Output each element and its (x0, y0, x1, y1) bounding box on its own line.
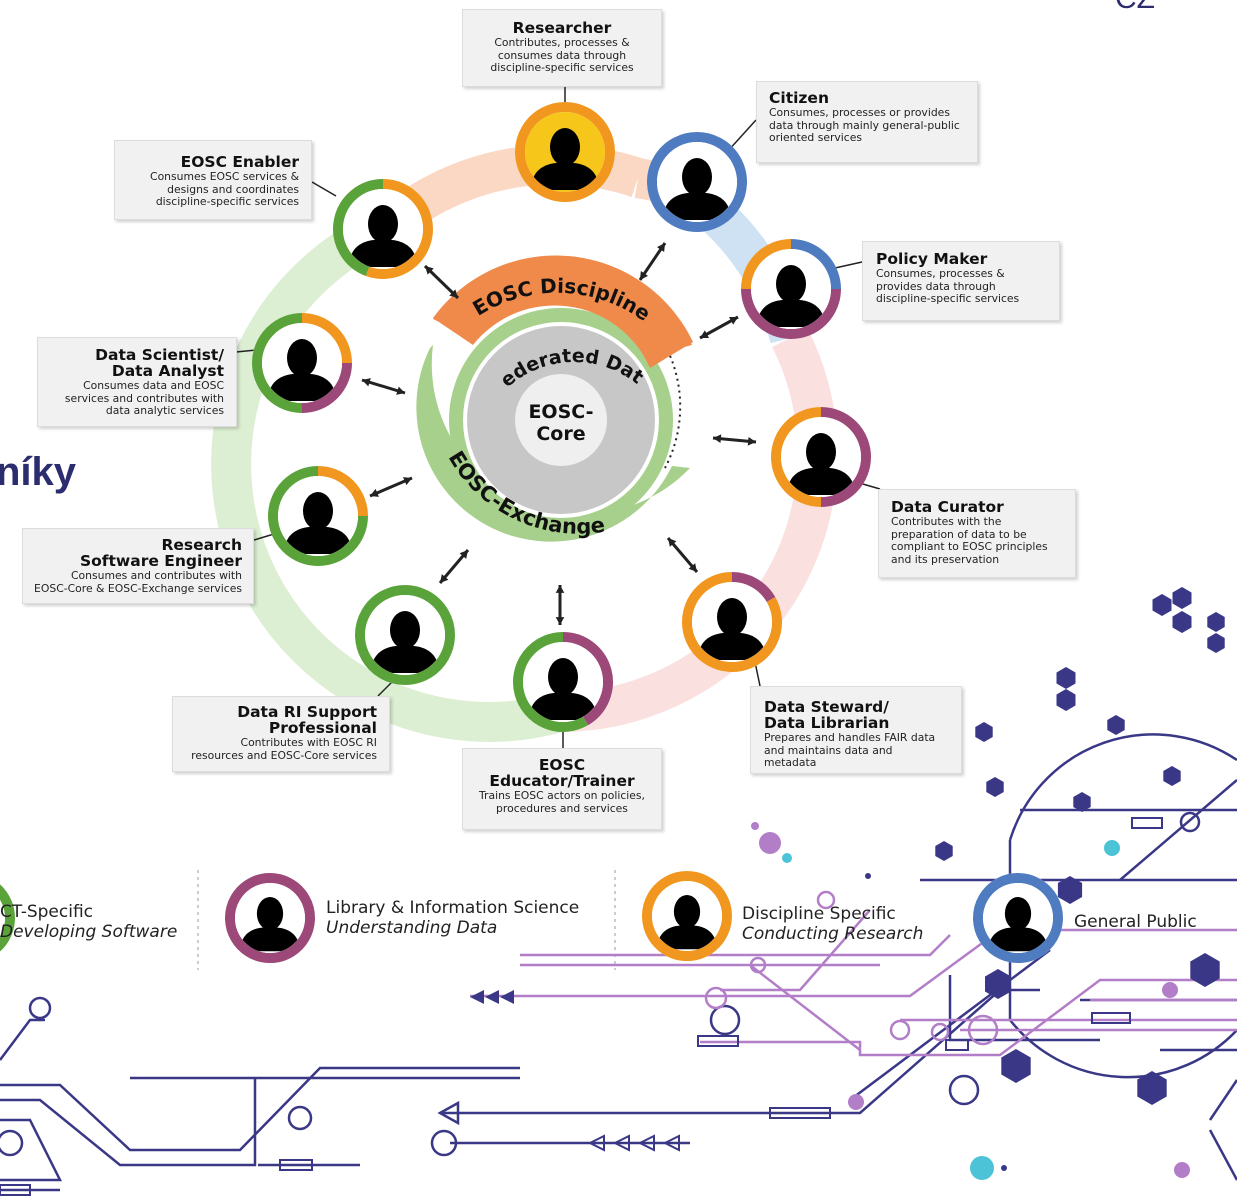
actor-title: EOSC Enabler (180, 153, 299, 171)
legend-ict-title: CT-Specific (0, 902, 93, 922)
actor-title: EOSC Educator/Trainer (489, 756, 635, 790)
actor-avatars (0, 102, 1063, 963)
avatar-educator (513, 632, 613, 732)
avatar-rse (268, 466, 368, 566)
heading-fragment: níky (0, 450, 77, 494)
actor-box-data-scientist: Data Scientist/ Data Analyst Consumes da… (37, 337, 237, 427)
discipline-band (433, 255, 693, 368)
top-right-fragment: CZ (1115, 0, 1155, 16)
actor-desc: Consumes, processes & provides data thro… (876, 267, 1020, 305)
actor-desc: Consumes and contributes with EOSC-Core … (34, 569, 242, 595)
actor-title: Data Curator (891, 498, 1004, 516)
actor-box-citizen: Citizen Consumes, processes or provides … (756, 81, 978, 163)
circuit-decoration (0, 587, 1237, 1196)
actor-desc: Consumes data and EOSC services and cont… (64, 379, 224, 417)
connection-arrows (197, 87, 881, 970)
actor-box-researcher: Researcher Contributes, processes & cons… (462, 9, 662, 87)
actor-title: Data Scientist/ Data Analyst (95, 346, 224, 380)
avatar-data-scientist (252, 313, 352, 413)
actor-desc: Contributes with the preparation of data… (891, 515, 1048, 566)
actor-title: Citizen (769, 89, 829, 107)
legend-disc-title: Discipline Specific (742, 904, 896, 924)
legend-lis-subtitle: Understanding Data (326, 918, 498, 938)
legend-avatar-ict (0, 884, 15, 952)
actor-box-ri-support: Data RI Support Professional Contributes… (172, 696, 390, 772)
avatar-data-curator (771, 407, 871, 507)
avatar-citizen (647, 132, 747, 232)
legend-disc: Discipline Specific Conducting Research (742, 904, 923, 944)
actor-box-data-steward: Data Steward/ Data Librarian Prepares an… (750, 686, 962, 774)
eosc-core-label-line2: Core (536, 423, 585, 445)
actor-box-rse: Research Software Engineer Consumes and … (22, 528, 254, 604)
actor-title: Data RI Support Professional (237, 703, 377, 737)
legend-lis: Library & Information Science Understand… (326, 898, 579, 938)
avatar-policy-maker (741, 239, 841, 339)
actor-title: Researcher (512, 19, 612, 37)
legend-lis-title: Library & Information Science (326, 898, 580, 918)
actor-desc: Prepares and handles FAIR data and maint… (764, 731, 936, 769)
actor-box-educator: EOSC Educator/Trainer Trains EOSC actors… (462, 748, 662, 830)
avatar-data-steward (682, 572, 782, 672)
actor-desc: Contributes with EOSC RI resources and E… (191, 736, 377, 762)
actor-desc: Contributes, processes & consumes data t… (490, 36, 634, 74)
actor-desc: Consumes, processes or provides data thr… (769, 106, 960, 144)
avatar-ri-support (355, 585, 455, 685)
legend-avatar-lis (225, 873, 315, 963)
actor-box-policy-maker: Policy Maker Consumes, processes & provi… (862, 241, 1060, 321)
legend-avatar-gp (973, 873, 1063, 963)
actor-title: Data Steward/ Data Librarian (764, 698, 890, 732)
legend-ict-subtitle: Developing Software (0, 922, 178, 942)
eosc-core-label-line1: EOSC- (528, 401, 593, 423)
actor-desc: Consumes EOSC services & designs and coo… (150, 170, 299, 208)
avatar-researcher (515, 102, 615, 202)
legend-gp-title: General Public (1074, 912, 1197, 932)
avatar-eosc-enabler (333, 179, 433, 279)
legend-ict: CT-Specific Developing Software (0, 902, 177, 942)
actor-box-eosc-enabler: EOSC Enabler Consumes EOSC services & de… (114, 140, 312, 220)
actor-title: Research Software Engineer (79, 536, 242, 570)
legend-gp: General Public (1074, 912, 1197, 932)
actor-desc: Trains EOSC actors on policies, procedur… (479, 789, 645, 815)
legend-disc-subtitle: Conducting Research (742, 924, 924, 944)
actor-title: Policy Maker (876, 250, 988, 268)
actor-box-data-curator: Data Curator Contributes with the prepar… (878, 489, 1076, 578)
legend-avatar-disc (642, 871, 732, 961)
